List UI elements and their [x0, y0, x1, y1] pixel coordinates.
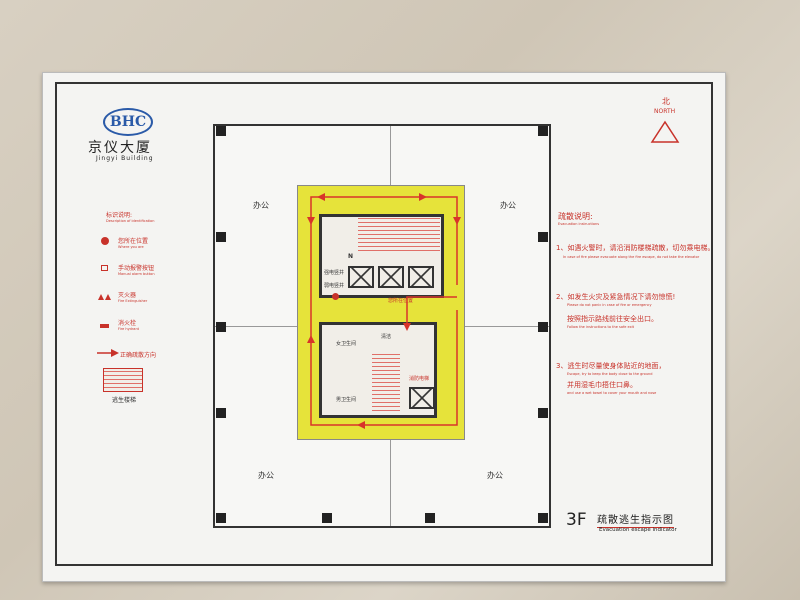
route-arrow-icon [317, 193, 325, 201]
route-arrow-icon [403, 323, 411, 331]
instruction-text-en: In case of fire please evacuate along th… [563, 255, 700, 259]
north-triangle-icon [650, 120, 680, 143]
evacuation-route-line [310, 196, 458, 426]
you-are-here-dot-icon [101, 237, 109, 245]
room-label: N [348, 253, 354, 260]
legend-item-sublabel: Fire Extinguisher [118, 299, 148, 303]
room-label: 弱电竖井 [324, 283, 345, 289]
sign-title: 疏散逃生指示图 [597, 511, 674, 528]
elevator-icon [408, 266, 434, 288]
instruction-text: 按照指示路线前往安全出口。 [567, 315, 658, 323]
stairs-icon [103, 368, 143, 392]
room-label: 消防电梯 [409, 376, 430, 382]
legend-item-label: 消火栓 [118, 320, 137, 327]
column [425, 513, 435, 523]
stairwell-north [358, 218, 440, 254]
route-arrow-icon [357, 421, 365, 429]
instruction-text: 2、如发生火灾及紧急情况下请勿惊慌! [556, 293, 676, 301]
instruction-text-en: Escape, try to keep the body close to th… [567, 372, 653, 376]
instruction-text-en: and use a wet towel to cover your mouth … [567, 391, 657, 395]
instruction-text: 3、逃生时尽量使身体贴近的地面， [556, 362, 666, 370]
column [216, 232, 226, 242]
column [538, 322, 548, 332]
instruction-text: 并用湿毛巾捂住口鼻。 [567, 381, 637, 389]
legend-item-label: 正确疏散方向 [120, 352, 157, 359]
stairwell-south [372, 352, 400, 414]
room-label: 男卫生间 [336, 397, 357, 403]
room-label: 强电竖井 [324, 270, 345, 276]
legend-subtitle: Description of identification [106, 219, 155, 223]
fire-extinguisher-icon [98, 294, 111, 300]
you-are-here-label: 您所在位置 [388, 298, 414, 304]
column [538, 126, 548, 136]
sign-border [55, 82, 713, 566]
legend-title: 标识说明: [106, 212, 133, 219]
column [216, 408, 226, 418]
route-arrow-icon [419, 193, 427, 201]
bhc-logo: BHC [103, 108, 153, 136]
office-label: 办公 [487, 471, 503, 480]
north-label-en: NORTH [654, 108, 676, 115]
legend-item-label: 灭火器 [118, 292, 137, 299]
logo-text: BHC [109, 114, 147, 130]
room-label: 清洁 [381, 334, 392, 340]
legend-item-label: 您所在位置 [118, 238, 149, 245]
instructions-title: 疏散说明: [558, 212, 593, 221]
instruction-text-en: Follow the instructions to the safe exit [567, 325, 635, 329]
instructions-subtitle: Evacuation instructions [558, 222, 600, 226]
legend-item-label: 手动报警按钮 [118, 265, 155, 272]
evacuation-route-line [406, 296, 457, 325]
column [216, 322, 226, 332]
evacuation-route [307, 193, 461, 429]
building-name-cn: 京仪大厦 [88, 140, 152, 156]
legend-item-label: 逃生楼梯 [112, 397, 137, 404]
floor-number: 3F [566, 510, 587, 530]
room-label: 女卫生间 [336, 341, 357, 347]
north-label-cn: 北 [662, 97, 670, 106]
office-label: 办公 [500, 201, 516, 210]
legend-item-sublabel: Fire hydrant [118, 327, 140, 331]
column [322, 513, 332, 523]
you-are-here-dot-icon [332, 293, 339, 300]
legend-item-sublabel: Where you are [118, 245, 144, 249]
office-label: 办公 [258, 471, 274, 480]
legend-item-sublabel: Manual alarm button [118, 272, 155, 276]
arrow-right-icon [97, 349, 119, 357]
route-arrow-icon [307, 217, 315, 225]
sign-subtitle: Evacuation escape indicator [599, 527, 677, 533]
office-label: 办公 [253, 201, 269, 210]
fire-elevator-icon [409, 387, 435, 409]
route-arrow-icon [307, 335, 315, 343]
instruction-text: 1、如遇火警时，请沿消防楼梯疏散，切勿乘电梯。 [556, 244, 715, 252]
elevator-icon [378, 266, 404, 288]
column [216, 126, 226, 136]
column [538, 408, 548, 418]
alarm-button-icon [101, 265, 108, 271]
column [216, 513, 226, 523]
fire-hydrant-icon [100, 324, 109, 328]
building-name-en: Jingyi Building [96, 155, 154, 162]
column [538, 513, 548, 523]
route-arrow-icon [453, 217, 461, 225]
elevator-icon [348, 266, 374, 288]
instruction-text-en: Please do not panic in case of fire or e… [567, 303, 652, 307]
column [538, 232, 548, 242]
